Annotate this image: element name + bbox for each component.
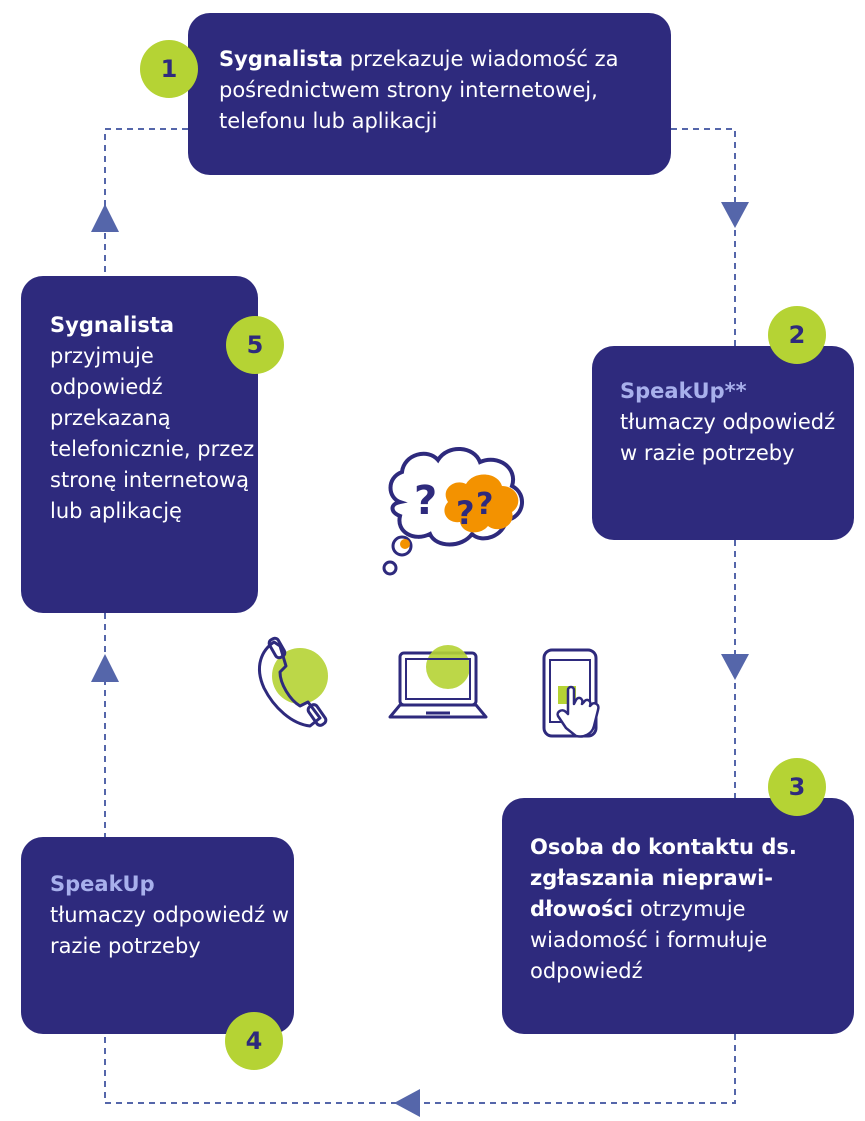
step-1-text: przekazuje wiadomość za pośrednictwem st… bbox=[219, 47, 619, 133]
step-4-text: tłumaczy odpowiedź w razie potrzeby bbox=[50, 903, 289, 958]
step-2-box: SpeakUp** tłumaczy odpowiedź w razie potr… bbox=[592, 346, 854, 540]
phone-icon bbox=[258, 636, 328, 728]
step-3-badge: 3 bbox=[768, 758, 826, 816]
arrow-up-left-top bbox=[91, 204, 119, 232]
step-1-box: Sygnalista przekazuje wiadomość za pośre… bbox=[188, 13, 671, 175]
step-3-actor: Osoba do kontaktu ds. zgłaszania niepraw… bbox=[530, 835, 797, 921]
thought-cloud-question-icon: ? ? ? bbox=[382, 447, 524, 576]
step-4-actor: SpeakUp bbox=[50, 872, 155, 896]
step-4-badge: 4 bbox=[225, 1012, 283, 1070]
step-5-box: Sygnalista przyjmuje odpowiedź przekazaną… bbox=[21, 276, 258, 613]
svg-text:?: ? bbox=[414, 478, 437, 524]
svg-text:?: ? bbox=[476, 487, 493, 522]
step-3-text: otrzymuje wiadomość i formułuje odpowied… bbox=[530, 897, 768, 983]
arrow-up-left-bottom bbox=[91, 654, 119, 682]
arrow-left-bottom bbox=[394, 1089, 420, 1117]
laptop-icon bbox=[388, 645, 488, 719]
arrow-down-right-middle bbox=[721, 654, 749, 680]
step-5-badge: 5 bbox=[226, 316, 284, 374]
step-1-actor: Sygnalista bbox=[219, 47, 344, 71]
step-1-badge: 1 bbox=[140, 40, 198, 98]
step-3-box: Osoba do kontaktu ds. zgłaszania niepraw… bbox=[502, 798, 854, 1034]
step-2-badge: 2 bbox=[768, 306, 826, 364]
step-5-actor: Sygnalista bbox=[50, 313, 175, 337]
step-5-text: przyjmuje odpowiedź przekazaną telefonic… bbox=[50, 344, 255, 523]
step-4-box: SpeakUp tłumaczy odpowiedź w razie potrze… bbox=[21, 837, 294, 1034]
tablet-touch-icon bbox=[542, 648, 600, 738]
step-2-actor: SpeakUp** bbox=[620, 379, 747, 403]
step-2-text: tłumaczy odpowiedź w razie potrzeby bbox=[620, 410, 836, 465]
svg-text:?: ? bbox=[456, 494, 475, 532]
arrow-down-right-top bbox=[721, 202, 749, 228]
